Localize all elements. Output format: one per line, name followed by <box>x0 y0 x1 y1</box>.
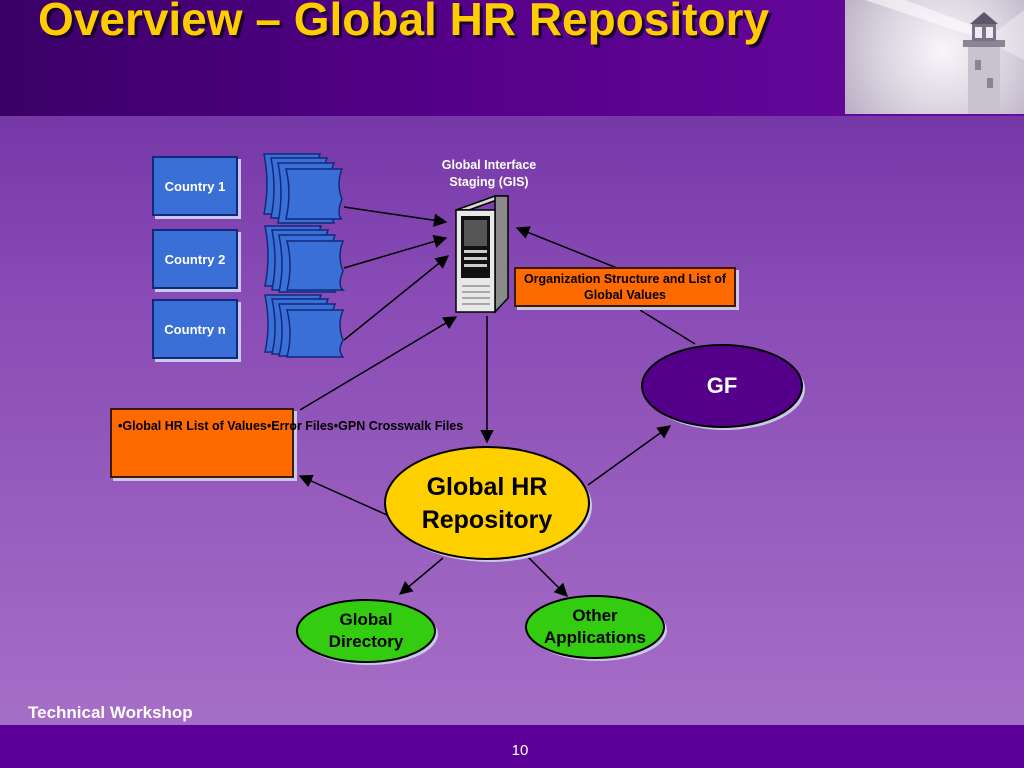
repository-label: Global HR Repository <box>421 473 553 534</box>
server-icon <box>455 195 509 314</box>
other-applications-ellipse <box>525 595 665 659</box>
repository-ellipse <box>384 446 590 560</box>
lighthouse-photo <box>845 0 1024 114</box>
footer-bar <box>0 725 1024 768</box>
data-files-icon-3 <box>264 294 345 358</box>
global-directory-label: Global Directory <box>328 610 404 651</box>
connectors <box>298 206 696 597</box>
slide-title: Overview – Global HR Repository <box>38 0 770 45</box>
outputs-list-item: •Error Files <box>266 419 334 433</box>
lighthouse-icon <box>865 0 1024 114</box>
page-number: 10 <box>511 742 529 759</box>
org-structure-box: Organization Structure and List of Globa… <box>514 267 736 307</box>
data-files-icon-1 <box>263 153 344 224</box>
gis-label: Global Interface Staging (GIS) <box>441 158 537 189</box>
footer-text: Technical Workshop <box>28 703 193 722</box>
other-applications-label: Other Applications <box>543 606 646 647</box>
global-directory-ellipse <box>296 599 436 663</box>
country-1-box: Country 1 <box>152 156 238 216</box>
country-n-box: Country n <box>152 299 238 359</box>
gf-ellipse <box>641 344 803 428</box>
data-files-icon-2 <box>264 225 346 293</box>
country-2-box: Country 2 <box>152 229 238 289</box>
outputs-list-item: •GPN Crosswalk Files <box>333 419 464 433</box>
outputs-list-box: •Global HR List of Values •Error Files •… <box>110 408 463 478</box>
outputs-list-item: •Global HR List of Values <box>118 419 267 433</box>
gf-label: GF <box>706 373 738 398</box>
